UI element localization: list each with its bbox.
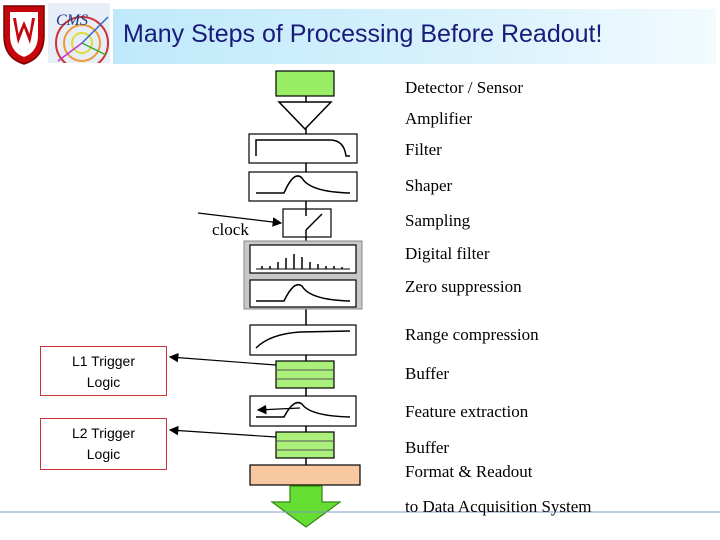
label-sampling: Sampling (405, 211, 471, 230)
output-arrow (270, 485, 342, 528)
amplifier-triangle (277, 101, 333, 131)
buffer-1-box (275, 360, 335, 389)
l1-trigger-arrow (168, 352, 277, 366)
university-crest-icon (3, 5, 45, 65)
detector-sensor-box (275, 70, 335, 97)
title-bar (113, 9, 716, 64)
cms-logo-icon: CMS (48, 3, 110, 63)
label-buffer-1: Buffer (405, 364, 450, 383)
label-range-compression: Range compression (405, 325, 539, 344)
feature-extraction-box (249, 395, 357, 427)
label-digital-filter: Digital filter (405, 244, 490, 263)
sampling-switch-box (282, 208, 332, 238)
svg-text:CMS: CMS (56, 12, 88, 29)
l1-trigger-logic-box: L1 Trigger Logic (40, 346, 167, 396)
label-zero-suppression: Zero suppression (405, 277, 522, 296)
filter-box (248, 133, 358, 164)
label-data-acquisition: to Data Acquisition System (405, 497, 592, 516)
format-readout-box (249, 464, 361, 486)
label-detector-sensor: Detector / Sensor (405, 78, 524, 97)
shaper-box (248, 171, 358, 202)
label-filter: Filter (405, 140, 442, 159)
zero-suppression-box (249, 279, 357, 308)
label-format-readout: Format & Readout (405, 462, 533, 481)
page-title: Many Steps of Processing Before Readout! (123, 20, 603, 48)
digital-filter-box (249, 244, 357, 274)
label-buffer-2: Buffer (405, 438, 450, 457)
l2-trigger-logic-box: L2 Trigger Logic (40, 418, 167, 470)
clock-arrow (197, 212, 283, 227)
label-feature-extraction: Feature extraction (405, 402, 529, 421)
clock-label: clock (212, 220, 249, 239)
l1-trigger-line2: Logic (86, 374, 121, 390)
l1-trigger-line1: L1 Trigger (71, 353, 136, 369)
l2-trigger-line1: L2 Trigger (71, 425, 136, 441)
label-amplifier: Amplifier (405, 109, 473, 128)
l2-trigger-line2: Logic (86, 446, 121, 462)
label-shaper: Shaper (405, 176, 453, 195)
buffer-2-box (275, 431, 335, 459)
l2-trigger-arrow (168, 425, 277, 438)
